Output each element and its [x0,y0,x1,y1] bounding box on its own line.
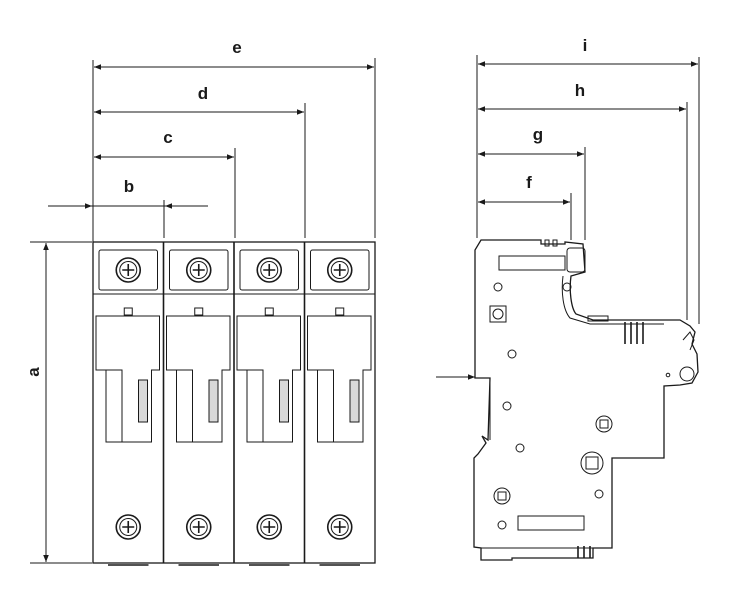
side-terminal-2 [580,451,604,475]
pole-4-bottom-screw-icon [326,514,353,540]
pole-4-indicator-window [349,379,360,423]
side-clip [587,315,609,322]
side-hole-3 [507,349,517,359]
pole-4-terminal-window [310,249,370,291]
latch-circle [679,366,695,382]
dimension-label-c: c [163,128,172,147]
pole-4-top-screw-icon [326,257,353,283]
side-slot-bottom [517,515,585,531]
pole-4-top-screw-icon-inner [330,261,349,279]
pole-4-top-screw-icon-cross [333,264,346,276]
pole-4-tab [335,307,345,316]
pole-1-fuse-carrier [95,315,160,443]
dimension-label-d: d [198,84,208,103]
poles-group [95,242,372,566]
pole-3-bottom-screw-icon-cross [263,521,276,533]
pole-3-top-screw-icon-inner [260,261,279,279]
pole-3-tab [264,307,274,316]
side-terminal-1 [595,415,613,433]
dimension-label-e: e [232,38,241,57]
side-profile-outline [473,239,699,561]
side-slot-top [498,255,566,271]
latch-dot [665,372,671,378]
pole-2-indicator-window [208,379,219,423]
side-notch-2 [552,239,558,247]
side-notch-1 [544,239,550,247]
pole-3-bottom-screw-icon-inner [260,518,279,536]
dimension-label-g: g [533,125,543,144]
side-hole-7 [497,520,507,530]
side-terminal-3 [493,487,511,505]
side-view: i h g f 5 [436,36,700,561]
dimension-label-f: f [526,173,532,192]
pole-2-top-screw-icon [185,257,212,283]
pole-1-terminal-window [98,249,158,291]
side-hole-6 [594,489,604,499]
pole-3-top-screw-icon [256,257,283,283]
pole-2-fuse-carrier [166,315,231,443]
pole-1-top-screw-icon-cross [122,264,135,276]
pole-3-terminal-window [239,249,299,291]
inner-contour-top [561,275,664,325]
pole-2-tab [194,307,204,316]
side-terminal-3-square [497,491,507,501]
side-hole-4 [502,401,512,411]
pole-2-bottom-screw-icon-cross [192,521,205,533]
pole-2-terminal-window [169,249,229,291]
pole-1-carrier-inner [106,369,123,442]
front-view: e d c b a [24,38,376,566]
pole-3-top-screw-icon-cross [263,264,276,276]
pole-1-bottom-screw-icon [115,514,142,540]
dimension-label-h: h [575,81,585,100]
dimension-label-a: a [24,367,43,377]
pole-4-bottom-screw-icon-cross [333,521,346,533]
side-hole-1 [493,282,503,292]
latch-hook [682,331,695,351]
pole-3-carrier-inner [247,369,264,442]
side-terminal-1-square [599,419,609,429]
pole-2-top-screw-icon-cross [192,264,205,276]
pole-2-bottom-screw-icon-inner [189,518,208,536]
pole-1-bottom-screw-icon-cross [122,521,135,533]
pole-3-indicator-window [279,379,289,423]
pole-4-carrier-inner [317,369,334,442]
pole-2-top-screw-icon-inner [189,261,208,279]
pole-1-tab [123,307,133,316]
pole-3-fuse-carrier [236,315,301,443]
pole-3-bottom-screw-icon [256,514,283,540]
pole-4-fuse-carrier [307,315,372,443]
pole-1-top-screw-icon [115,257,142,283]
side-hole-2 [562,282,572,292]
pole-2-bottom-screw-icon [185,514,212,540]
side-screw-top-frame [489,305,507,323]
pole-1-top-screw-icon-inner [119,261,138,279]
pole-2-carrier-inner [176,369,193,442]
side-terminal-2-square [585,456,599,470]
pole-4-bottom-screw-icon-inner [330,518,349,536]
side-screw-top [492,308,504,320]
side-hole-5 [515,443,525,453]
pole-1-bottom-screw-icon-inner [119,518,138,536]
dimension-label-i: i [583,36,588,55]
pole-1-indicator-window [138,379,148,423]
handle-block [566,247,586,273]
dimension-label-b: b [124,177,134,196]
